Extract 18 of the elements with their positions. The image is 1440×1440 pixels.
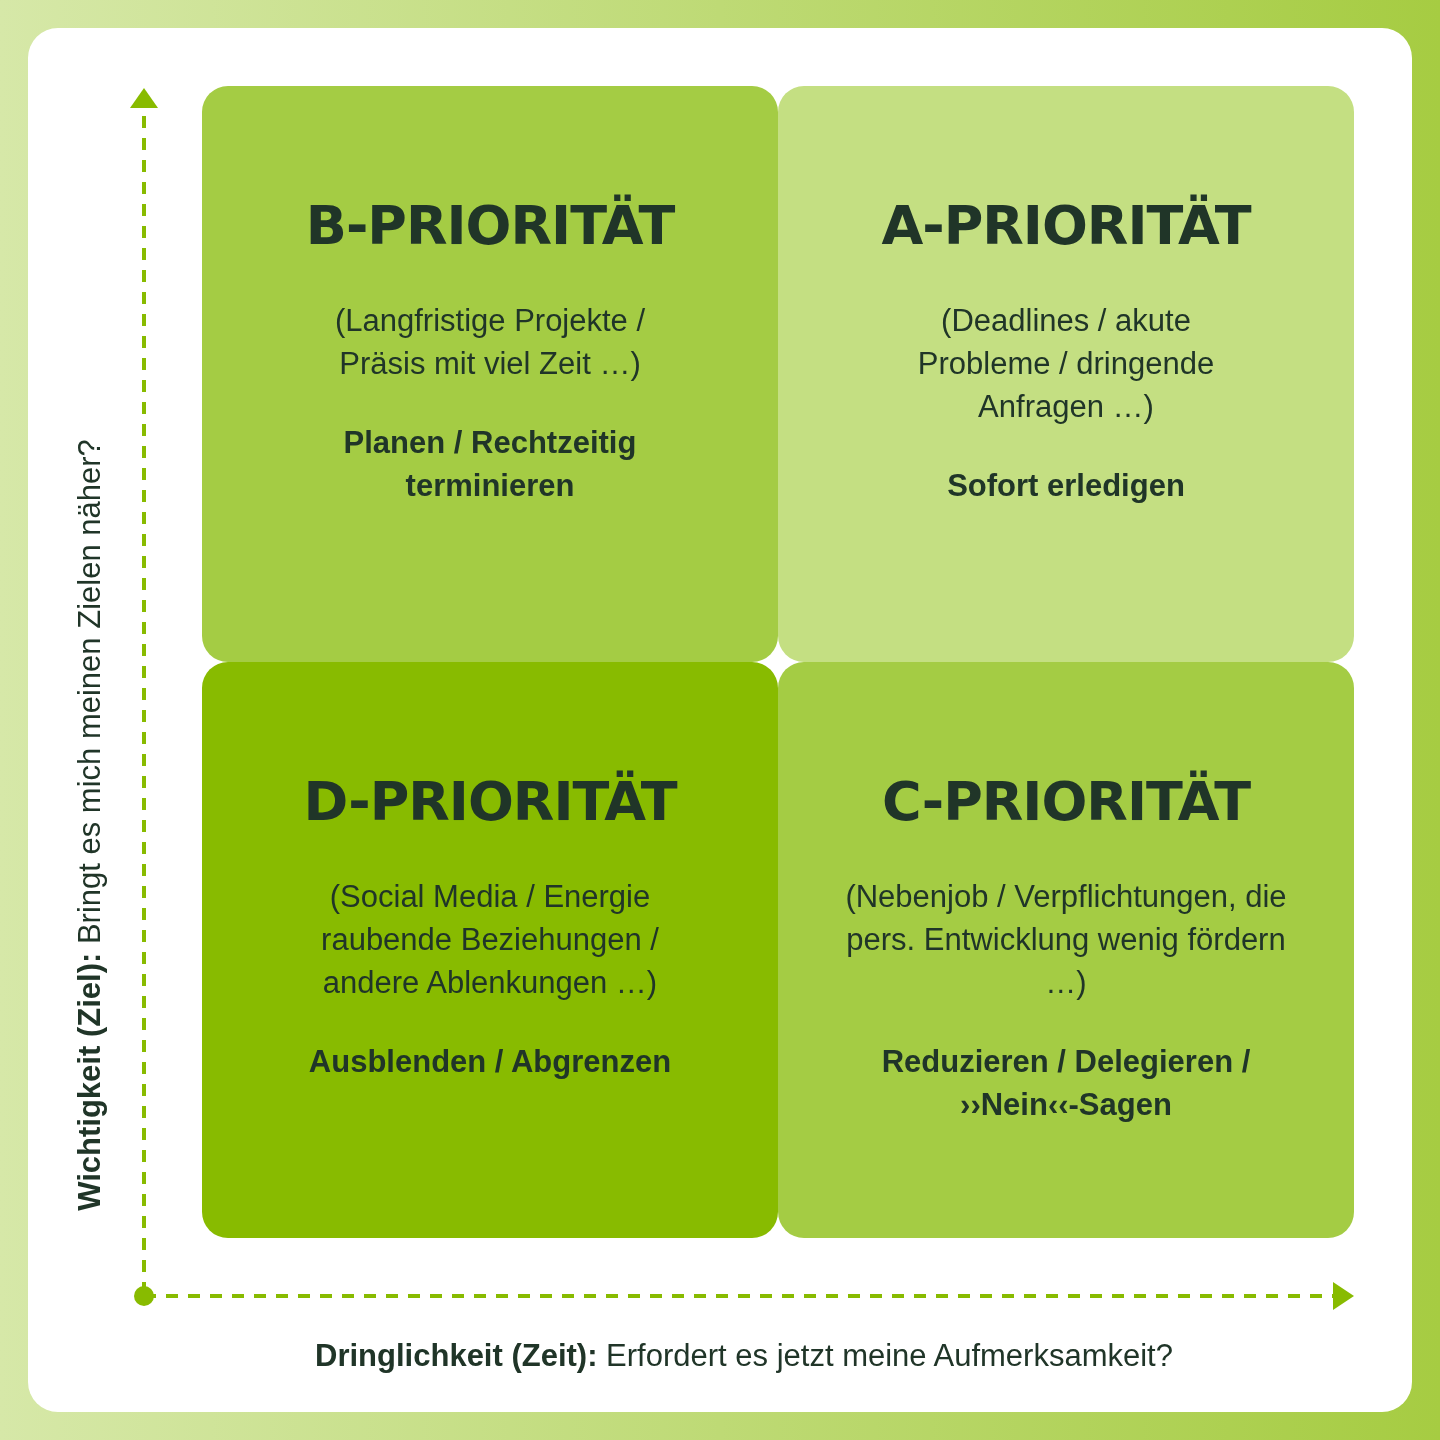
quadrant-title: D-PRIORITÄT <box>303 772 677 832</box>
quadrant-title: A-PRIORITÄT <box>881 196 1251 256</box>
quadrant-box <box>202 86 778 662</box>
quadrant-action: Ausblenden / Abgrenzen <box>308 1043 672 1082</box>
quadrant-description: (Nebenjob / Verpflichtungen, die pers. Entwicklung wenig fördern …) <box>844 878 1288 1003</box>
quadrant-title: B-PRIORITÄT <box>305 196 675 256</box>
quadrant-action: Sofort erledigen <box>947 467 1185 506</box>
y-axis-label: Wichtigkeit (Ziel): Bringt es mich meinen Zielen näher? <box>72 439 108 1211</box>
quadrant-box <box>778 86 1354 662</box>
quadrant-action: Reduzieren / Delegieren / ››Nein‹‹-Sagen <box>880 1043 1252 1125</box>
quadrant-box <box>202 662 778 1238</box>
quadrant-description: (Social Media / Energie raubende Beziehungen / andere Ablenkungen …) <box>320 878 660 1003</box>
quadrant-box <box>778 662 1354 1238</box>
quadrant-description: (Langfristige Projekte / Präsis mit viel Zeit …) <box>333 302 647 384</box>
quadrant-action: Planen / Rechtzeitig terminieren <box>342 424 638 506</box>
quadrant-title: C-PRIORITÄT <box>881 772 1251 832</box>
x-axis-label: Dringlichkeit (Zeit): Erfordert es jetzt meine Aufmerksamkeit? <box>315 1338 1173 1374</box>
quadrant-description: (Deadlines / akute Probleme / dringende Anfragen …) <box>916 302 1216 427</box>
